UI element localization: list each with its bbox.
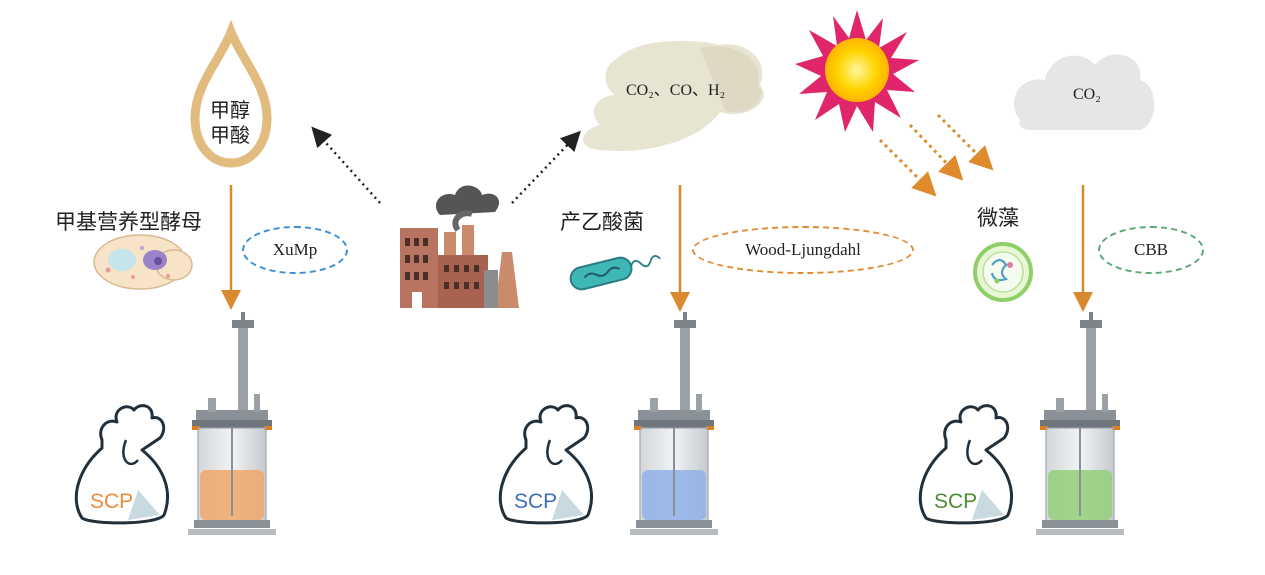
scp-label: SCP — [934, 490, 978, 513]
formic-acid-label: 甲酸 — [210, 123, 250, 147]
yeast-cell-icon — [93, 234, 193, 290]
factory-to-gas-arrow — [511, 130, 581, 204]
yeast-label: 甲基营养型酵母 — [55, 210, 202, 234]
sunlight-arrow — [936, 113, 994, 171]
sun-icon — [795, 10, 919, 132]
algae-label: 微藻 — [977, 206, 1019, 230]
scp-label: SCP — [90, 490, 134, 513]
scp-product-group — [918, 312, 1124, 535]
co2-cloud-icon — [1014, 54, 1155, 130]
scp-product-group — [498, 312, 718, 535]
pathway-cbb: CBB — [1098, 226, 1204, 274]
scp-bag-icon — [498, 404, 593, 525]
bioreactor-icon — [188, 312, 276, 535]
co2-cloud-label: CO₂ — [1073, 86, 1101, 103]
bioreactor-icon — [1036, 312, 1124, 535]
sunlight-arrow — [908, 123, 964, 181]
acetogen-label: 产乙酸菌 — [560, 210, 644, 234]
gas-cloud-label: CO₂、CO、H₂ — [626, 82, 726, 99]
factory-to-methanol-arrow — [311, 126, 381, 204]
pathway-wood-ljungdahl: Wood-Ljungdahl — [692, 226, 914, 274]
scp-bag-icon — [74, 404, 169, 525]
gas-cloud-icon — [583, 40, 764, 151]
methanol-label: 甲醇 — [210, 98, 250, 122]
factory-icon — [400, 185, 519, 308]
sunlight-arrow — [878, 138, 937, 197]
microalgae-cell-icon — [973, 242, 1033, 302]
methanol-drop-icon — [190, 19, 272, 168]
scp-label: SCP — [514, 490, 558, 513]
scp-product-group — [74, 312, 276, 535]
scp-bag-icon — [918, 404, 1013, 525]
bioreactor-icon — [630, 312, 718, 535]
pathway-xump: XuMp — [242, 226, 348, 274]
acetogen-bacterium-icon — [569, 255, 661, 291]
